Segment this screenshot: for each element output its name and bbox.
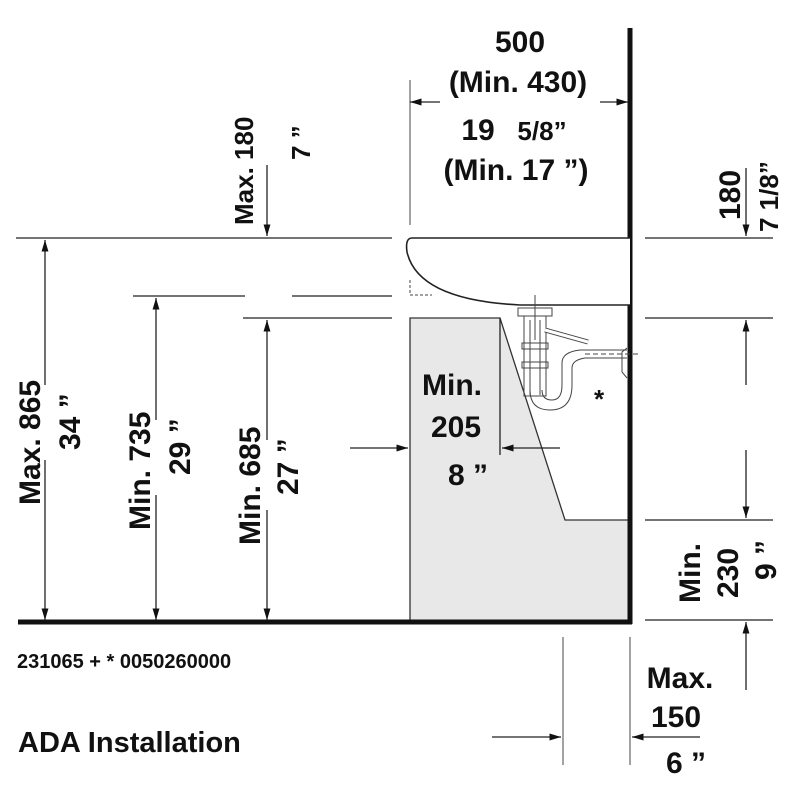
- width-min-in: (Min. 17 ”): [443, 154, 588, 187]
- width-in: 19: [461, 114, 494, 147]
- height-min735-mm: Min. 735: [124, 412, 157, 530]
- toe-max-in: 6 ”: [666, 747, 706, 780]
- top-max-mm: Max. 180: [229, 117, 259, 225]
- knee-min-in: 8 ”: [448, 459, 488, 492]
- toe-max-mm: 150: [651, 701, 701, 734]
- article-numbers: 231065 + * 0050260000: [17, 651, 231, 673]
- width-min-mm: (Min. 430): [449, 66, 587, 99]
- knee-clearance-zone: [409, 317, 631, 623]
- toe-min-in: 9 ”: [750, 540, 783, 580]
- height-min685-mm: Min. 685: [234, 427, 267, 545]
- p-trap: [517, 295, 640, 411]
- height-max-mm: Max. 865: [14, 380, 47, 505]
- right-top-in: 7 1/8”: [754, 161, 784, 232]
- height-max-in: 34 ”: [54, 393, 87, 450]
- height-min685-in: 27 ”: [272, 438, 305, 495]
- width-mm: 500: [495, 26, 545, 59]
- knee-min-label: Min.: [422, 369, 482, 402]
- toe-min-mm: 230: [712, 548, 745, 598]
- right-top-mm: 180: [714, 170, 747, 220]
- basin-hidden-edge: [409, 280, 432, 296]
- diagram-title: ADA Installation: [18, 727, 241, 759]
- toe-min-label: Min.: [674, 543, 707, 603]
- toe-max-label: Max.: [647, 662, 714, 695]
- top-max-in: 7 ”: [286, 125, 316, 160]
- trap-marker: *: [594, 384, 605, 414]
- basin: [405, 237, 630, 306]
- knee-min-mm: 205: [431, 411, 481, 444]
- height-min735-in: 29 ”: [164, 418, 197, 475]
- width-in-frac: 5/8”: [517, 116, 566, 146]
